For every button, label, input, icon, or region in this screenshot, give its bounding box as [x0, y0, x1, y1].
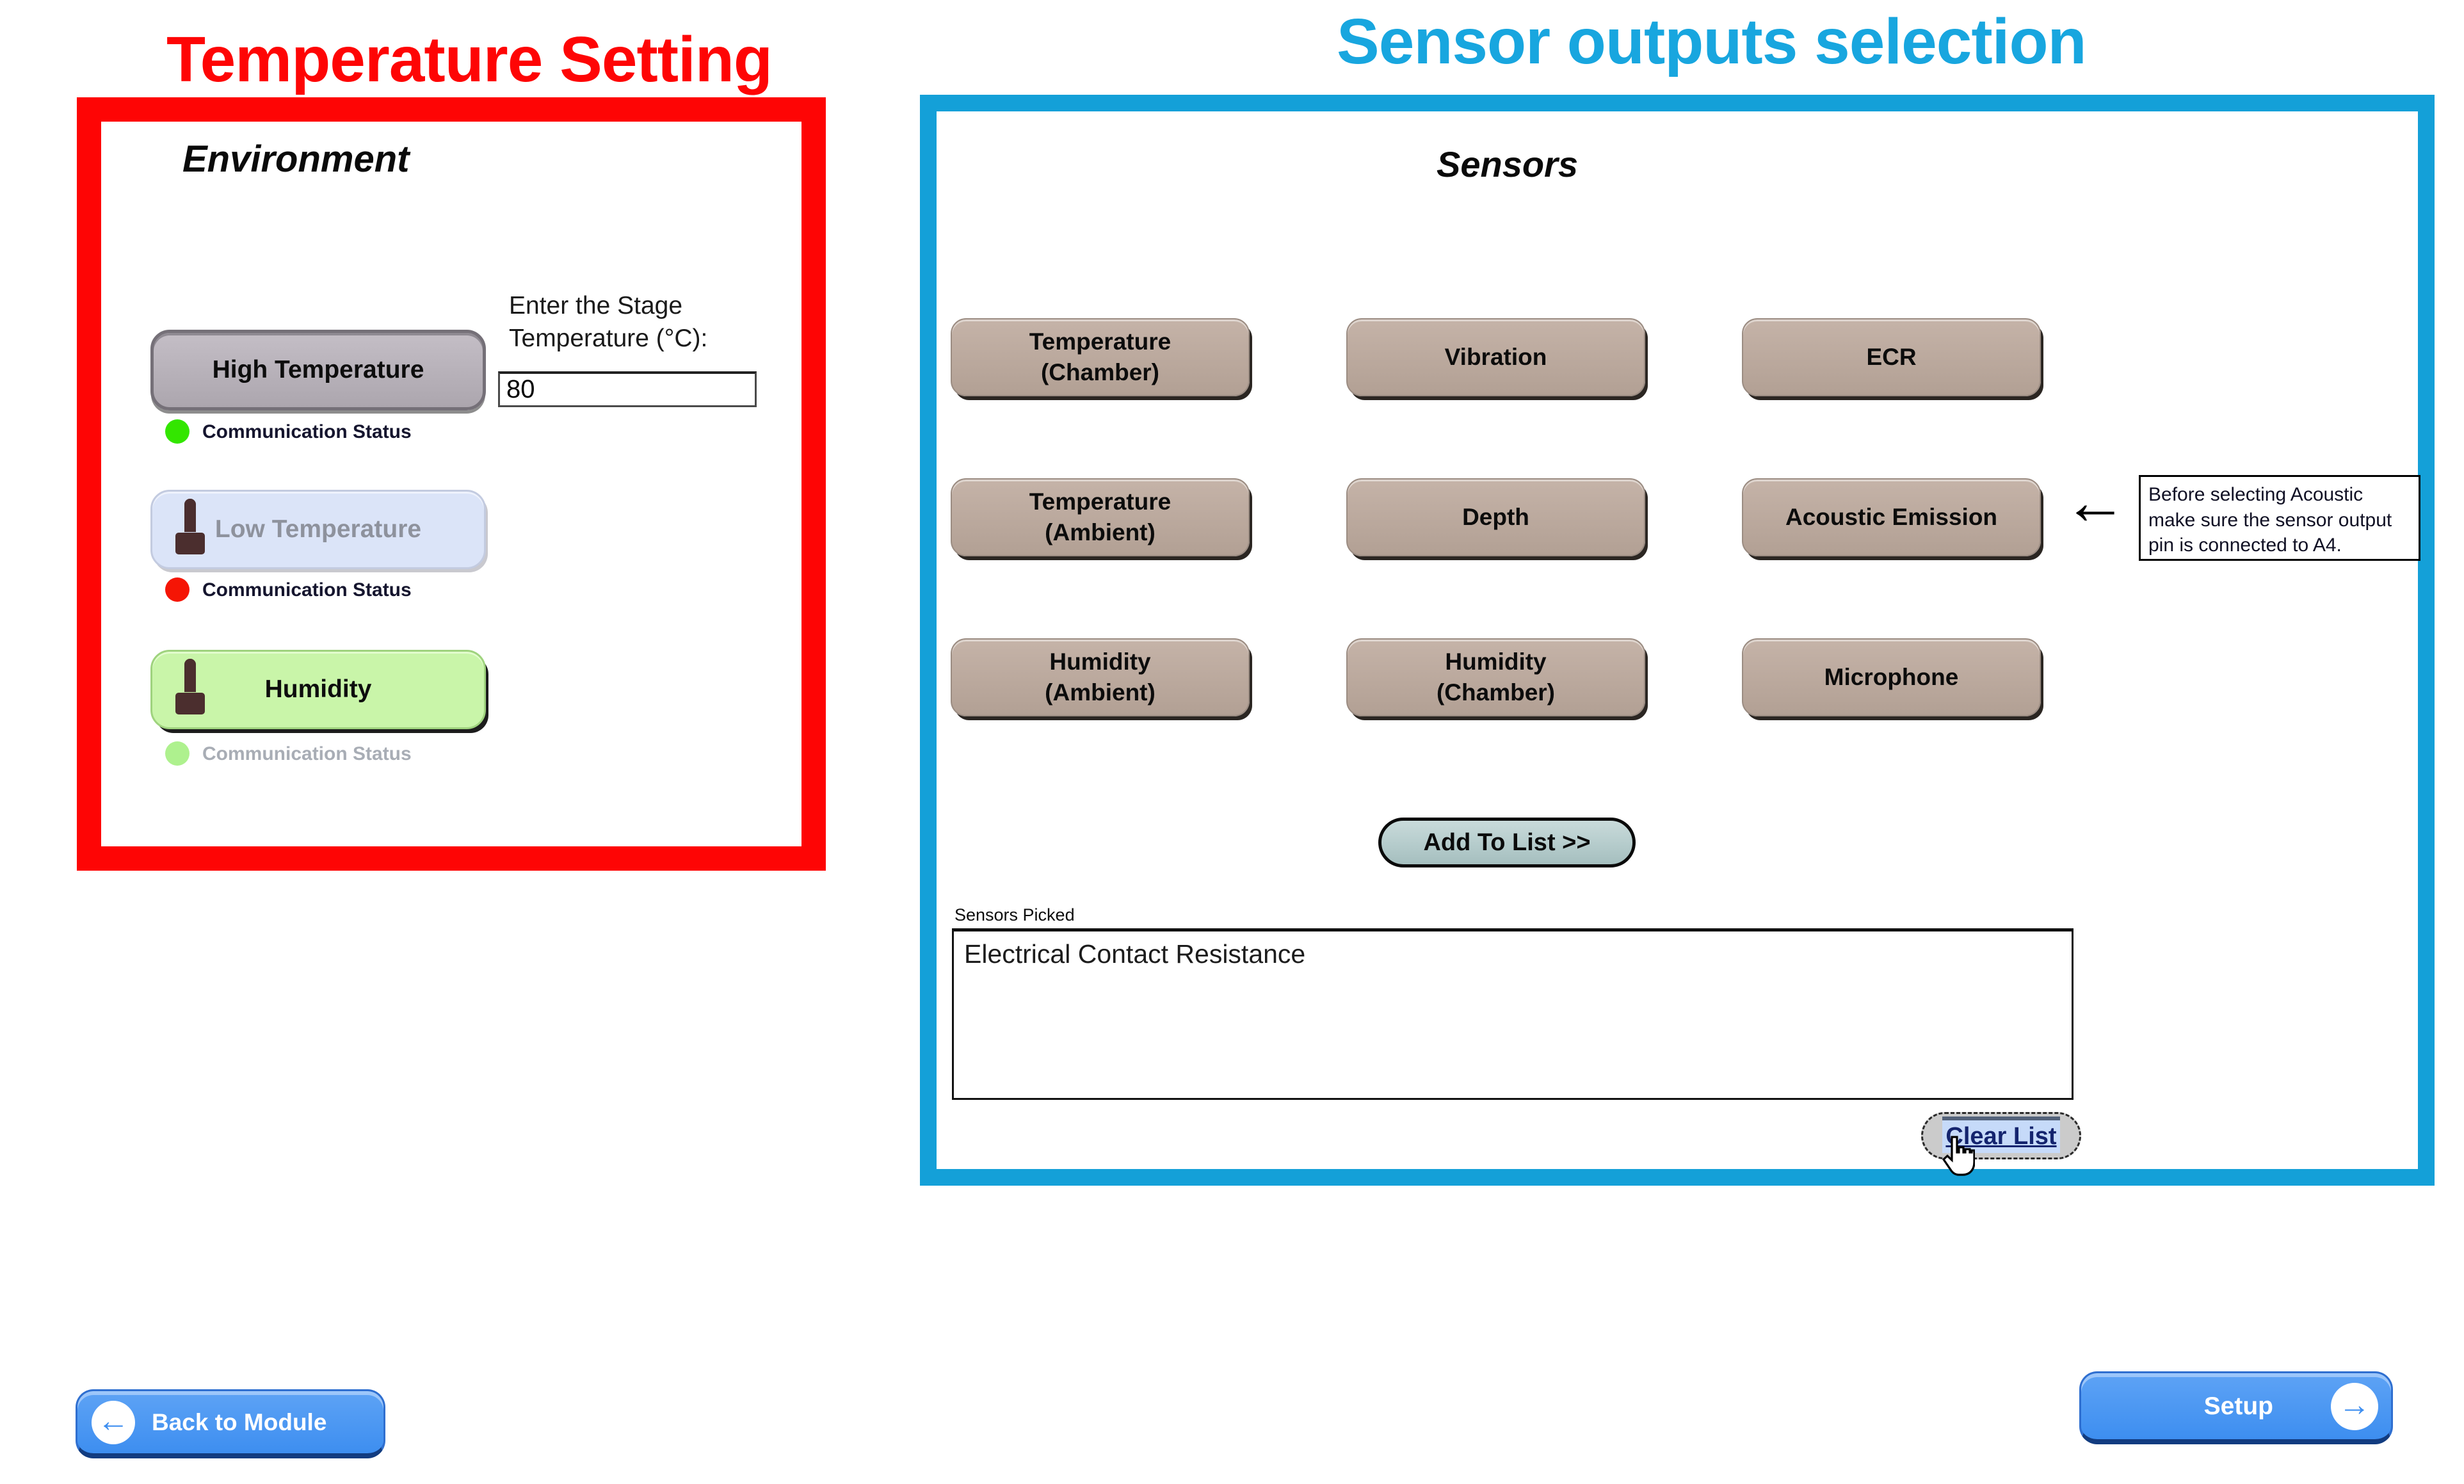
environment-panel: Environment High Temperature Communicati…	[77, 97, 826, 871]
humidity-status-label: Communication Status	[202, 743, 412, 764]
low-temperature-label: Low Temperature	[214, 515, 422, 543]
humidity-label: Humidity	[264, 675, 372, 703]
sensor-label: (Ambient)	[1045, 679, 1156, 706]
sensor-label: (Ambient)	[1045, 519, 1156, 545]
high-temp-status-label: Communication Status	[202, 421, 412, 442]
sensor-button-ecr[interactable]: ECR	[1742, 318, 2041, 396]
left-arrow-icon: ←	[2063, 466, 2127, 538]
setup-button[interactable]: Setup →	[2079, 1371, 2393, 1444]
humidity-status-led	[165, 741, 189, 766]
stage-temp-label: Enter the Stage Temperature (°C):	[509, 289, 707, 355]
low-temperature-button[interactable]: Low Temperature	[150, 490, 486, 569]
back-to-module-button[interactable]: ← Back to Module	[76, 1389, 385, 1458]
sensor-button-acoustic-emission[interactable]: Acoustic Emission	[1742, 478, 2041, 556]
sensor-label: Vibration	[1444, 343, 1547, 370]
sensor-button-temperature-ambient[interactable]: Temperature (Ambient)	[951, 478, 1250, 556]
sensor-button-humidity-chamber[interactable]: Humidity (Chamber)	[1346, 638, 1645, 716]
sensor-button-depth[interactable]: Depth	[1346, 478, 1645, 556]
picked-list-item[interactable]: Electrical Contact Resistance	[964, 939, 1306, 969]
lock-icon	[175, 499, 205, 554]
add-to-list-label: Add To List >>	[1423, 828, 1591, 856]
sensor-label: ECR	[1866, 343, 1917, 370]
high-temperature-button[interactable]: High Temperature	[150, 330, 486, 410]
sensor-button-microphone[interactable]: Microphone	[1742, 638, 2041, 716]
sensor-label: Humidity	[1049, 648, 1151, 675]
sensor-button-vibration[interactable]: Vibration	[1346, 318, 1645, 396]
back-to-module-label: Back to Module	[152, 1408, 327, 1435]
sensor-button-temperature-chamber[interactable]: Temperature (Chamber)	[951, 318, 1250, 396]
setup-label: Setup	[2203, 1392, 2273, 1420]
high-temperature-label: High Temperature	[212, 356, 424, 383]
sensor-label: Microphone	[1824, 663, 1959, 690]
sensors-heading: Sensors	[1437, 144, 1578, 184]
temperature-setting-title: Temperature Setting	[166, 24, 773, 95]
low-temp-status-label: Communication Status	[202, 579, 412, 601]
hand-cursor-icon	[1942, 1136, 1975, 1176]
sensors-picked-listbox[interactable]: Electrical Contact Resistance	[952, 928, 2073, 1100]
setup-arrow-icon: →	[2331, 1382, 2378, 1430]
environment-heading: Environment	[182, 138, 410, 180]
sensor-label: (Chamber)	[1040, 359, 1160, 385]
back-arrow-icon: ←	[92, 1400, 135, 1444]
stage-temp-label-line1: Enter the Stage	[509, 292, 683, 319]
sensor-label: Temperature	[1029, 488, 1172, 515]
humidity-button[interactable]: Humidity	[150, 650, 486, 729]
sensor-label: Temperature	[1029, 328, 1172, 355]
acoustic-note: Before selecting Acoustic make sure the …	[2139, 475, 2420, 561]
low-temp-status-led	[165, 577, 189, 602]
stage-temp-label-line2: Temperature (°C):	[509, 325, 708, 353]
high-temp-status-led	[165, 419, 189, 444]
sensors-picked-label: Sensors Picked	[954, 905, 1075, 924]
lock-icon	[175, 659, 205, 714]
sensor-label: Acoustic Emission	[1785, 503, 1998, 530]
add-to-list-button[interactable]: Add To List >>	[1378, 818, 1636, 867]
sensors-panel: Sensors Temperature (Chamber) Vibration …	[920, 95, 2435, 1186]
sensor-button-humidity-ambient[interactable]: Humidity (Ambient)	[951, 638, 1250, 716]
sensor-label: (Chamber)	[1436, 679, 1556, 706]
sensor-label: Humidity	[1445, 648, 1547, 675]
sensor-label: Depth	[1462, 503, 1529, 530]
sensor-outputs-title: Sensor outputs selection	[1337, 6, 2087, 77]
stage-temp-input[interactable]	[498, 371, 757, 407]
